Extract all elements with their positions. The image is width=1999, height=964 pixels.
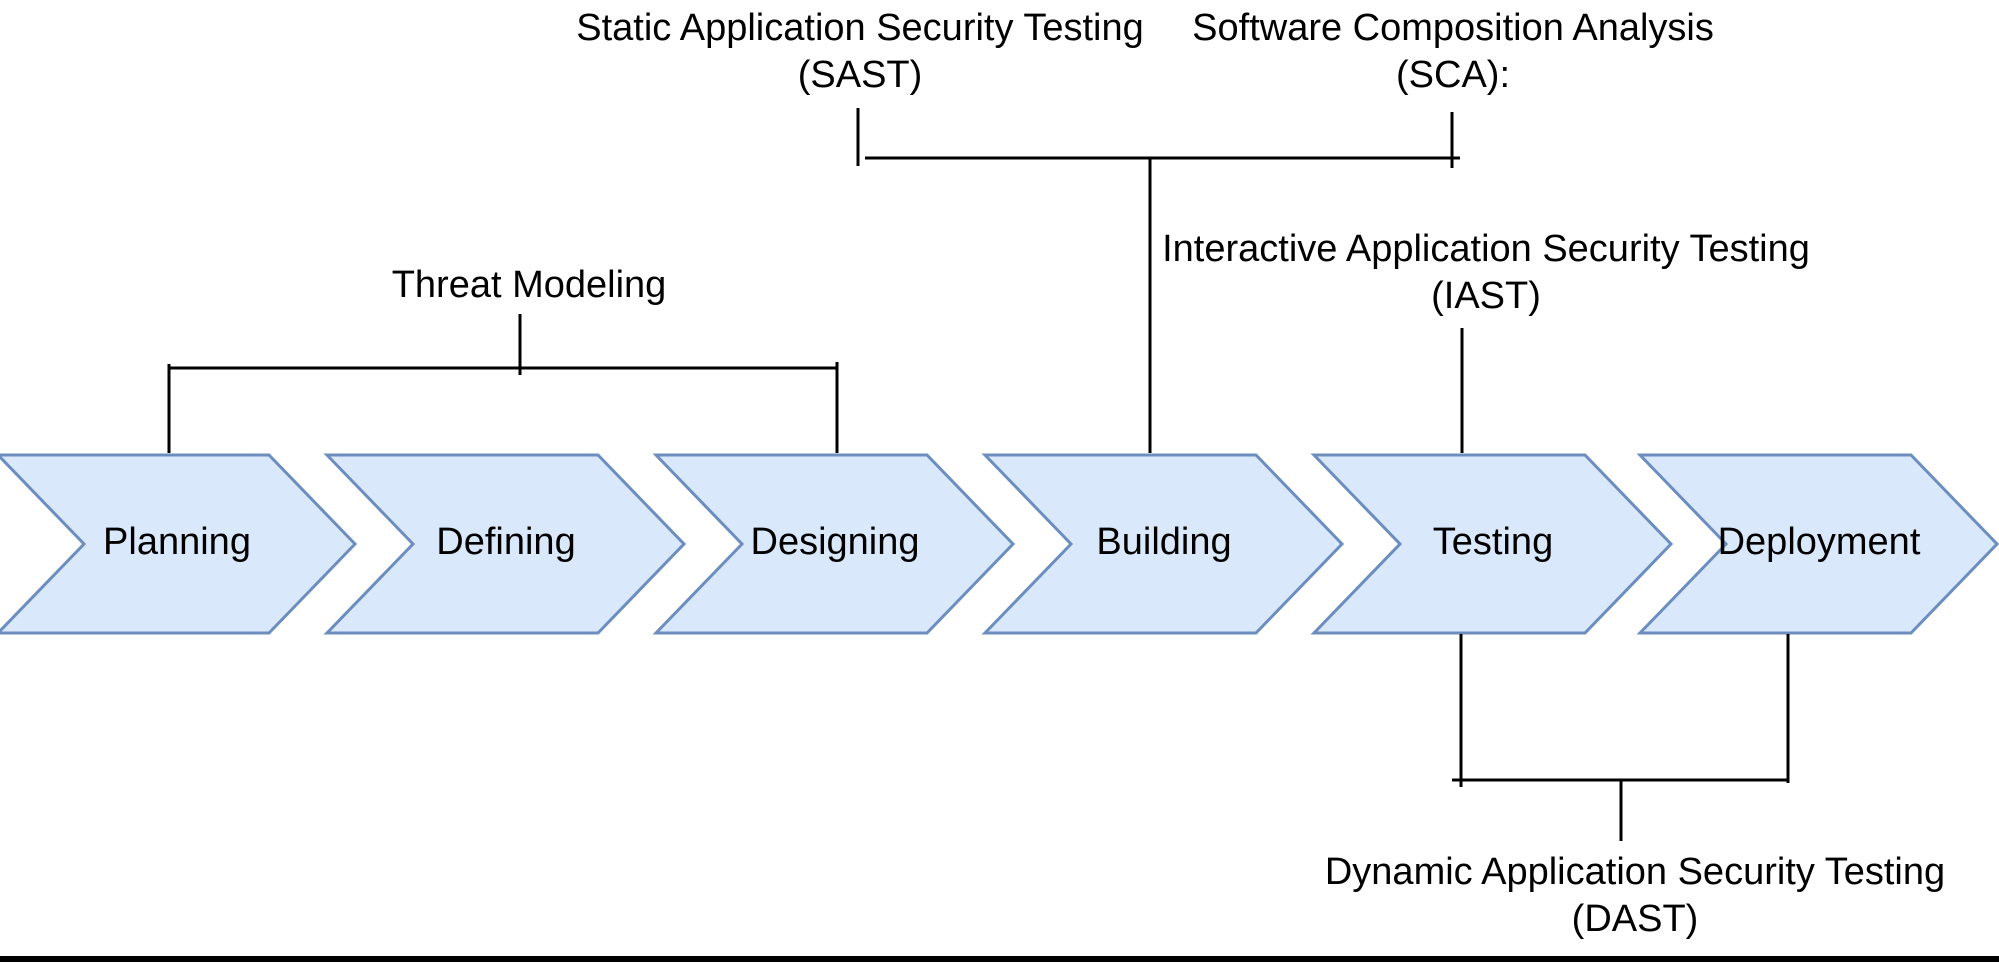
annotation-threat-modeling: Threat Modeling <box>391 264 667 306</box>
annotation-dast-line2: (DAST) <box>1571 898 1699 940</box>
phase-arrow-deployment <box>1636 453 1999 635</box>
phase-arrow-defining <box>323 453 687 635</box>
bottom-edge-bar <box>0 956 1999 962</box>
phase-arrow-testing <box>1310 453 1674 635</box>
phase-arrow-designing <box>652 453 1016 635</box>
phase-label-defining: Defining <box>436 521 576 563</box>
phase-label-planning: Planning <box>103 521 251 563</box>
annotation-iast-line2: (IAST) <box>1431 275 1541 317</box>
phase-label-testing: Testing <box>1432 521 1554 563</box>
annotation-sast: Static Application Security Testing (SAS… <box>480 5 1240 99</box>
phase-arrow-building <box>981 453 1345 635</box>
annotation-dast-line1: Dynamic Application Security Testing <box>1324 851 1946 893</box>
annotation-iast-line1: Interactive Application Security Testing <box>1162 228 1810 270</box>
annotation-sca-line2: (SCA): <box>1396 54 1510 96</box>
phase-label-building: Building <box>1096 521 1232 563</box>
annotation-sca-line1: Software Composition Analysis <box>1192 7 1714 49</box>
phase-label-designing: Designing <box>750 521 920 563</box>
phase-label-deployment: Deployment <box>1717 521 1921 563</box>
annotation-iast: Interactive Application Security Testing… <box>1106 226 1866 320</box>
annotation-sast-line1: Static Application Security Testing <box>576 7 1144 49</box>
phase-arrow-planning <box>0 453 358 635</box>
annotation-sast-line2: (SAST) <box>797 54 923 96</box>
annotation-dast: Dynamic Application Security Testing (DA… <box>1255 849 1999 943</box>
annotation-sca: Software Composition Analysis (SCA): <box>1073 5 1833 99</box>
